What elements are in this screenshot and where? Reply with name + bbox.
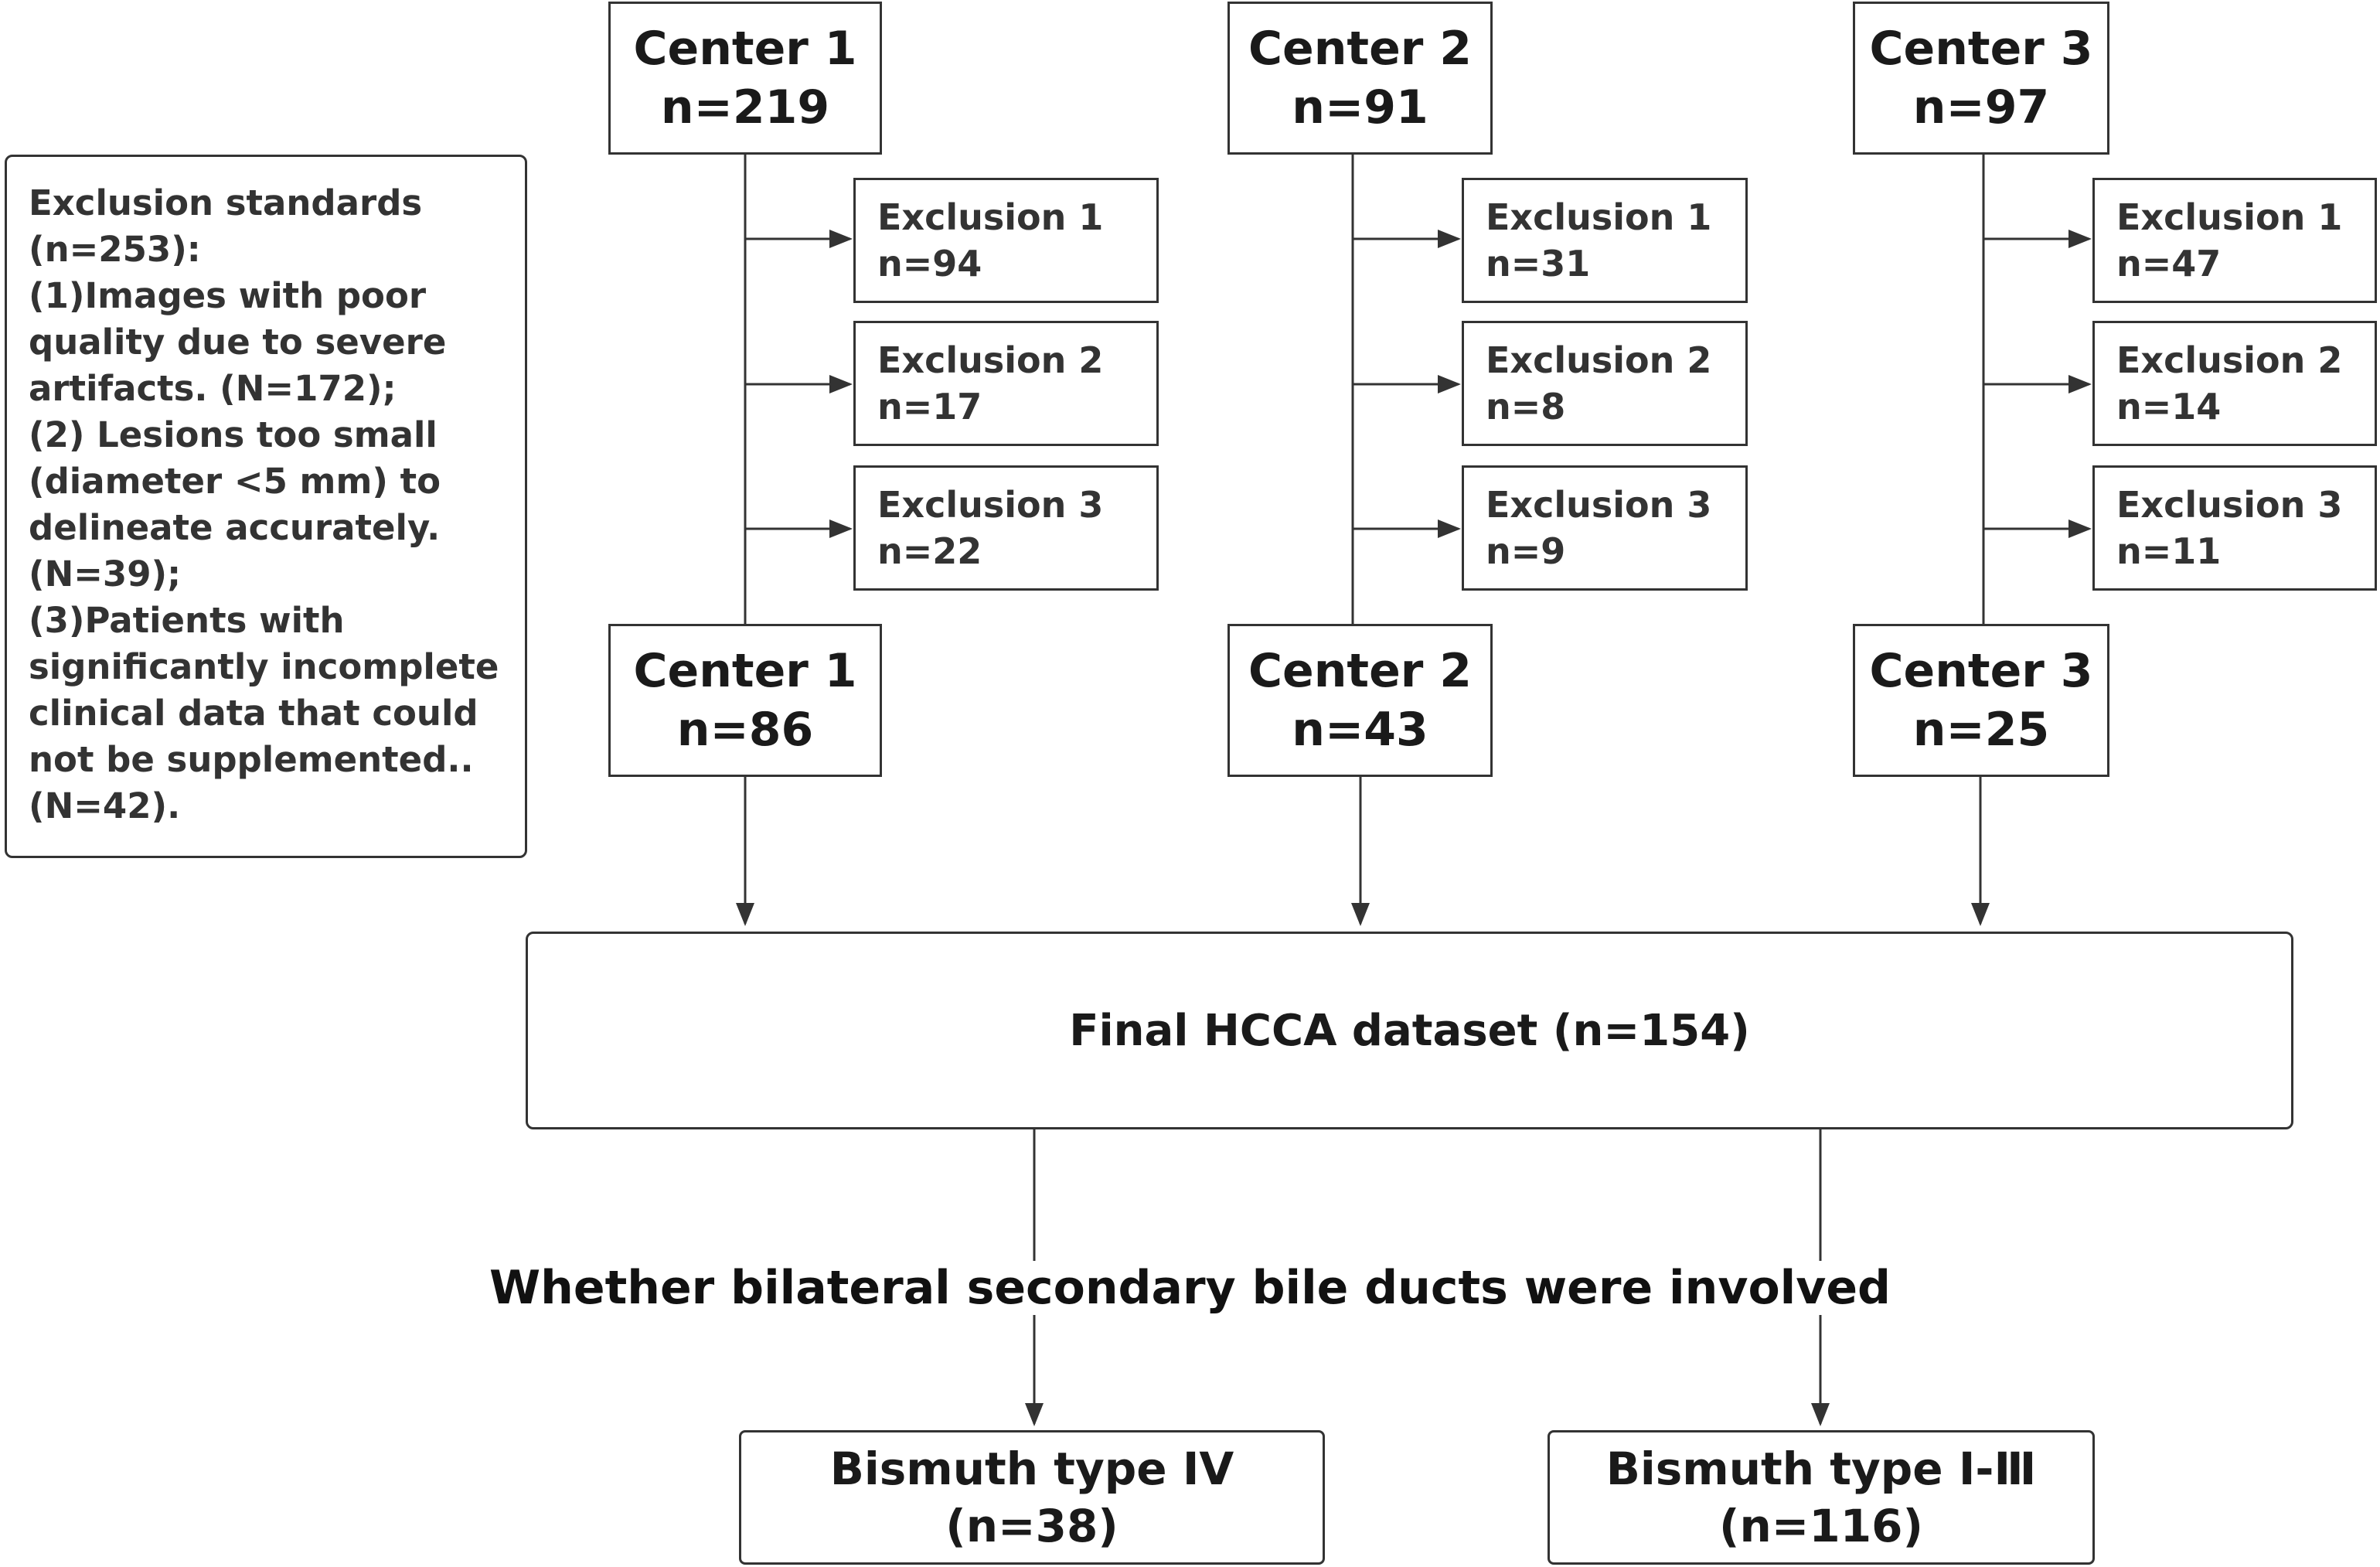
note-line: quality due to severe (29, 322, 447, 363)
note-line: (N=39); (29, 554, 182, 594)
note-line: not be supplemented.. (29, 739, 474, 780)
center-3-exclusion-2-box: Exclusion 2 n=14 (2092, 321, 2377, 446)
note-line: Exclusion standards (29, 182, 423, 223)
center-3-exclusion-1-box: Exclusion 1 n=47 (2092, 178, 2377, 303)
exclusion-count: n=47 (2116, 243, 2222, 284)
exclusion-count: n=9 (1486, 530, 1566, 572)
exclusion-standards-note: Exclusion standards (n=253): (1)Images w… (5, 155, 527, 858)
note-line: (1)Images with poor (29, 275, 427, 316)
exclusion-label: Exclusion 1 (1486, 196, 1712, 238)
note-line: delineate accurately. (29, 507, 441, 548)
exclusion-label: Exclusion 2 (2116, 339, 2343, 381)
center-name: Center 2 (1248, 22, 1473, 76)
note-line: clinical data that could (29, 693, 478, 734)
exclusion-count: n=22 (877, 530, 982, 572)
exclusion-count: n=11 (2116, 530, 2222, 572)
note-line: (3)Patients with (29, 600, 345, 641)
center-2-exclusion-2-box: Exclusion 2 n=8 (1462, 321, 1748, 446)
center-1-initial-box: Center 1 n=219 (608, 2, 882, 155)
exclusion-count: n=14 (2116, 386, 2222, 428)
center-name: Center 1 (633, 644, 857, 698)
final-dataset-box: Final HCCA dataset (n=154) (526, 932, 2293, 1129)
center-2-initial-box: Center 2 n=91 (1227, 2, 1493, 155)
note-line: (n=253): (29, 229, 201, 270)
center-count: n=86 (676, 703, 814, 757)
note-line: (N=42). (29, 785, 181, 826)
center-2-exclusion-3-box: Exclusion 3 n=9 (1462, 465, 1748, 591)
center-1-exclusion-3-box: Exclusion 3 n=22 (853, 465, 1159, 591)
center-2-exclusion-1-box: Exclusion 1 n=31 (1462, 178, 1748, 303)
center-count: n=43 (1292, 703, 1428, 757)
outcome-count: (n=38) (945, 1500, 1118, 1552)
note-line: artifacts. (N=172); (29, 368, 397, 409)
center-name: Center 1 (633, 22, 857, 76)
exclusion-label: Exclusion 1 (877, 196, 1104, 238)
exclusion-count: n=8 (1486, 386, 1566, 428)
note-line: (2) Lesions too small (29, 414, 438, 455)
exclusion-label: Exclusion 3 (2116, 484, 2343, 526)
bismuth-type-iv-box: Bismuth type IV (n=38) (739, 1430, 1325, 1565)
exclusion-label: Exclusion 1 (2116, 196, 2343, 238)
center-name: Center 2 (1248, 644, 1473, 698)
outcome-label: Bismuth type Ⅰ-Ⅲ (1605, 1443, 2037, 1495)
note-line: significantly incomplete (29, 646, 499, 687)
exclusion-label: Exclusion 3 (1486, 484, 1712, 526)
center-3-final-box: Center 3 n=25 (1853, 624, 2109, 777)
bismuth-type-i-iii-box: Bismuth type Ⅰ-Ⅲ (n=116) (1548, 1430, 2095, 1565)
center-3-exclusion-3-box: Exclusion 3 n=11 (2092, 465, 2377, 591)
exclusion-count: n=94 (877, 243, 982, 284)
center-count: n=97 (1912, 80, 2050, 135)
exclusion-label: Exclusion 3 (877, 484, 1104, 526)
center-1-exclusion-1-box: Exclusion 1 n=94 (853, 178, 1159, 303)
center-name: Center 3 (1869, 644, 2093, 698)
note-line: (diameter <5 mm) to (29, 461, 441, 502)
exclusion-label: Exclusion 2 (877, 339, 1104, 381)
center-name: Center 3 (1869, 22, 2093, 76)
outcome-label: Bismuth type IV (829, 1443, 1234, 1495)
center-count: n=91 (1292, 80, 1428, 135)
center-3-initial-box: Center 3 n=97 (1853, 2, 2109, 155)
exclusion-count: n=31 (1486, 243, 1591, 284)
branch-criterion-text: Whether bilateral secondary bile ducts w… (485, 1261, 1895, 1315)
center-count: n=219 (660, 80, 830, 135)
center-1-final-box: Center 1 n=86 (608, 624, 882, 777)
branch-criterion-label: Whether bilateral secondary bile ducts w… (0, 1257, 2380, 1319)
exclusion-label: Exclusion 2 (1486, 339, 1712, 381)
center-1-exclusion-2-box: Exclusion 2 n=17 (853, 321, 1159, 446)
exclusion-count: n=17 (877, 386, 982, 428)
final-dataset-label: Final HCCA dataset (n=154) (1069, 1005, 1750, 1056)
center-count: n=25 (1912, 703, 2050, 757)
center-2-final-box: Center 2 n=43 (1227, 624, 1493, 777)
outcome-count: (n=116) (1719, 1500, 1923, 1552)
